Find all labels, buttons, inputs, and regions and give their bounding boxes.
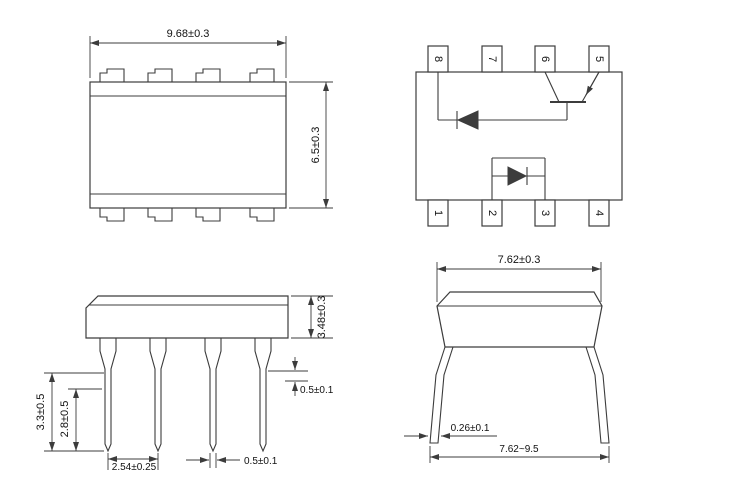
- dim-label-lead-length: 3.3±0.5: [35, 394, 47, 431]
- pin-tab: [99, 208, 125, 222]
- dim-label-standoff: 0.5±0.1: [300, 385, 334, 396]
- pin-tab: [99, 68, 125, 82]
- dim-label-lead-pitch: 2.54±0.25: [112, 462, 157, 473]
- package-body-outline: [89, 81, 287, 209]
- dim-label-package-height: 6.5±0.3: [310, 127, 322, 164]
- pin-tab: [249, 208, 275, 222]
- schematic-view: 8 7 6 5 1 2 3 4: [415, 45, 623, 227]
- pin-number-2: 2: [486, 210, 498, 216]
- pin-tab: [147, 208, 173, 222]
- pin-box-1: [427, 199, 449, 227]
- pin-number-3: 3: [539, 210, 551, 216]
- dim-label-lead-width: 0.5±0.1: [244, 456, 278, 467]
- lead: [99, 338, 117, 453]
- schematic-body-outline: [415, 71, 623, 201]
- dim-label-row-span: 7.62~9.5: [499, 444, 539, 455]
- pin-number-8: 8: [432, 56, 444, 62]
- pin-tab: [147, 68, 173, 82]
- pin-number-1: 1: [432, 210, 444, 216]
- pin-tab: [195, 208, 221, 222]
- pin-tab: [195, 68, 221, 82]
- pin-number-6: 6: [539, 56, 551, 62]
- pin-tab: [249, 68, 275, 82]
- diode-symbol: [456, 110, 479, 130]
- pin-box-4: [588, 199, 610, 227]
- dim-label-lead-thickness: 0.26±0.1: [451, 423, 490, 434]
- dim-label-body-height: 3.48±0.3: [316, 296, 328, 339]
- package-front-view: 3.48±0.3 0.5±0.1 3.3±0.5 2.8±0.5 2.54±0.…: [35, 295, 334, 473]
- package-top-view: 9.68±0.3 6.5±0.3: [89, 28, 333, 222]
- pin-number-4: 4: [593, 210, 605, 216]
- lead: [254, 338, 272, 453]
- pin-number-5: 5: [593, 56, 605, 62]
- pin-number-7: 7: [486, 56, 498, 62]
- dim-label-lead-length2: 2.8±0.5: [59, 401, 71, 438]
- package-body-outline: [436, 291, 603, 348]
- package-body-outline: [85, 295, 289, 339]
- dim-label-body-width: 7.62±0.3: [498, 254, 541, 266]
- lead: [429, 346, 454, 444]
- transistor-collector: [544, 71, 560, 103]
- diode-symbol: [507, 166, 528, 186]
- lead: [149, 338, 167, 453]
- pin-box-7: [481, 45, 503, 73]
- lead: [585, 346, 610, 444]
- transistor-emitter-arrow: [585, 71, 600, 96]
- dim-label-package-width: 9.68±0.3: [167, 28, 210, 40]
- lead: [204, 338, 222, 453]
- package-side-view: 7.62±0.3 0.26±0.1 7.62~9.5: [404, 254, 610, 463]
